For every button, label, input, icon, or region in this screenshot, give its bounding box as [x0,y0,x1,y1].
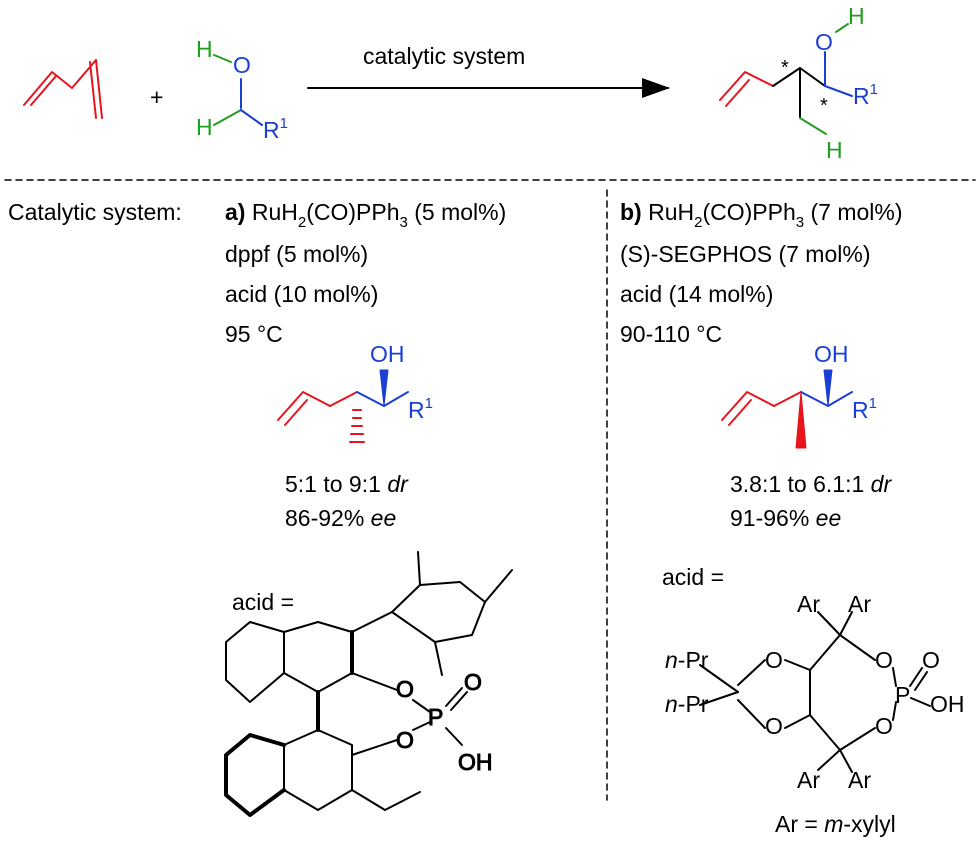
alcohol-hydrogen-bottom: H [196,114,213,140]
condition-b-dr: 3.8:1 to 6.1:1 dr [730,471,892,497]
condition-a-line1: a) RuH2(CO)PPh3 (5 mol%) [225,199,506,231]
acid-b-aryl-3: Ar [797,767,820,793]
catalytic-system-heading: Catalytic system: [8,199,182,225]
acid-b-hydroxyl: OH [930,691,965,717]
product-structure: O H R1 H * * [719,3,878,163]
product-a-hydroxyl: OH [370,341,405,367]
condition-b-line3: acid (14 mol%) [620,281,773,307]
condition-b-line2: (S)-SEGPHOS (7 mol%) [620,241,870,267]
condition-a-line4: 95 °C [225,321,283,347]
acid-a-structure: O O P O OH [224,551,513,817]
alcohol-oxygen: O [233,52,251,78]
condition-a-ee: 86-92% ee [285,505,396,531]
condition-a-line2: dppf (5 mol%) [225,241,368,267]
acid-b-oxygen-2: O [765,713,783,739]
acid-b-npropyl-1: n-Pr [665,647,709,673]
acid-b-oxygen-double: O [922,647,940,673]
product-r-group: R1 [853,81,878,109]
product-b-hydroxyl: OH [814,341,849,367]
condition-b-ee: 91-96% ee [730,505,841,531]
product-a-r-group: R1 [408,395,433,423]
arrow-label: catalytic system [363,43,525,69]
acid-a-phosphorus: P [428,704,443,730]
condition-b-line4: 90-110 °C [620,321,722,347]
alcohol-r-group: R1 [263,115,288,143]
product-b-r-group: R1 [852,395,877,423]
acid-b-aryl-1: Ar [797,591,820,617]
acid-b-oxygen-3: O [875,647,893,673]
acid-b-aryl-2: Ar [848,591,871,617]
stereocenter-mark-1: * [781,57,789,79]
condition-a-line3: acid (10 mol%) [225,281,378,307]
stereocenter-mark-2: * [820,95,828,117]
acid-a-hydroxyl: OH [458,749,493,775]
aryl-definition: Ar = m-xylyl [775,811,896,837]
acid-a-label: acid = [232,589,294,615]
acid-b-structure: Ar Ar Ar Ar n-Pr n-Pr O O O O P O OH [665,591,965,793]
product-hydrogen-bottom: H [826,137,843,163]
acid-b-label: acid = [662,564,724,590]
condition-a-block: Catalytic system: a) RuH2(CO)PPh3 (5 mol… [8,199,513,817]
acid-b-oxygen-1: O [765,647,783,673]
acid-b-npropyl-2: n-Pr [665,691,709,717]
plus-sign: + [150,84,163,110]
alcohol-structure: H O H R1 [196,36,288,143]
condition-a-dr: 5:1 to 9:1 dr [285,471,409,497]
condition-b-block: b) RuH2(CO)PPh3 (7 mol%) (S)-SEGPHOS (7 … [620,199,965,837]
alcohol-hydrogen-top: H [196,36,213,62]
acid-b-aryl-4: Ar [848,767,871,793]
butadiene-structure [23,59,103,119]
acid-b-oxygen-4: O [875,713,893,739]
reaction-arrow: catalytic system [307,43,670,98]
acid-a-oxygen-2: O [396,727,414,753]
acid-a-oxygen-3: O [464,669,482,695]
product-oxygen: O [815,29,833,55]
product-hydrogen-top: H [848,3,865,29]
acid-a-oxygen-1: O [396,676,414,702]
acid-b-phosphorus: P [895,682,910,708]
condition-b-line1: b) RuH2(CO)PPh3 (7 mol%) [620,199,903,231]
